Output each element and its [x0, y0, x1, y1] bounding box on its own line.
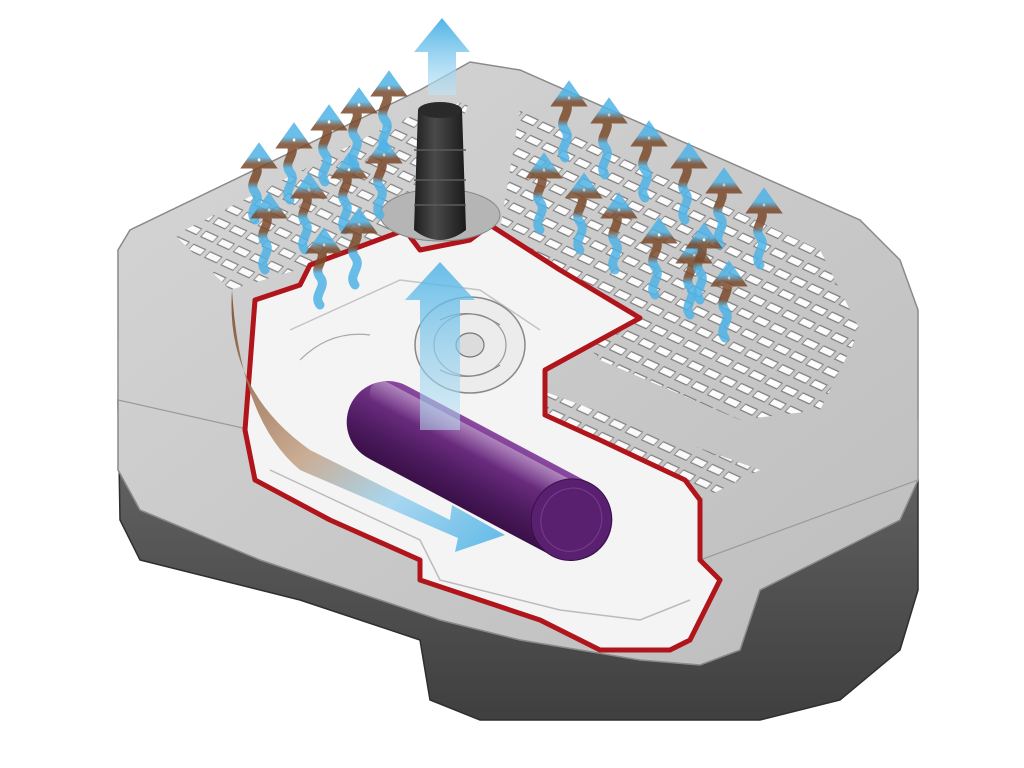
wavy-flow-line [630, 120, 668, 203]
wavy-flow-line [675, 237, 713, 320]
wavy-flow-line [290, 172, 328, 255]
wavy-flow-line [640, 217, 678, 300]
wavy-flow-line [330, 152, 368, 235]
wavy-flow-line [590, 97, 628, 180]
wavy-flow-line [705, 167, 743, 250]
intake-flow-arrow [231, 290, 505, 552]
wavy-flow-line [275, 122, 313, 205]
wavy-flow-lines [240, 70, 783, 343]
wavy-flow-line [340, 87, 378, 170]
wavy-flow-line [525, 152, 563, 235]
wavy-flow-line [710, 260, 748, 343]
top-outflow-arrow [414, 18, 470, 95]
wavy-flow-line [685, 222, 723, 305]
wavy-flow-line [240, 142, 278, 225]
wavy-flow-line [340, 207, 378, 290]
wavy-flow-line [745, 187, 783, 270]
wavy-flow-line [600, 192, 638, 275]
wavy-flow-line [565, 172, 603, 255]
wavy-flow-line [305, 227, 343, 310]
wavy-flow-line [250, 192, 288, 275]
wavy-flow-line [670, 142, 708, 225]
wavy-flow-line [370, 70, 408, 153]
wavy-flow-line [310, 104, 348, 187]
outlet-pipe [379, 102, 501, 242]
wavy-flow-line [550, 80, 588, 163]
outflow-arrow-up [405, 262, 475, 430]
wavy-flow-line [365, 137, 403, 220]
